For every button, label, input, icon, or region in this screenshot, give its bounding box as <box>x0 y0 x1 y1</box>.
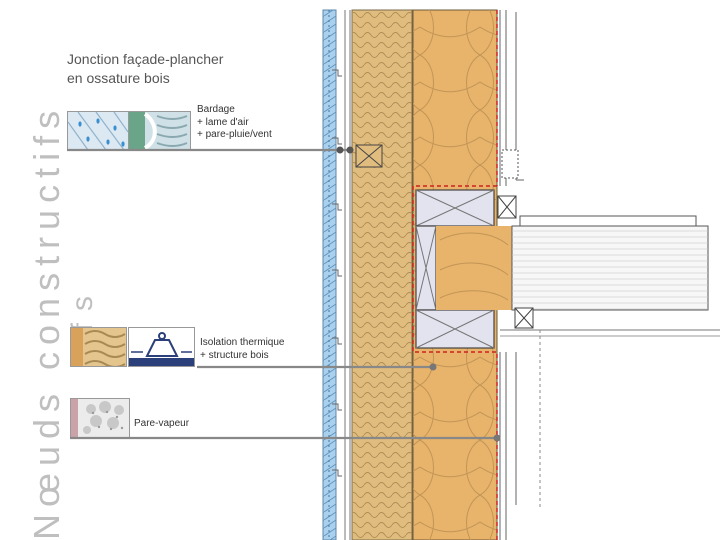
leader-dot-bardage <box>336 146 344 154</box>
label-bardage-line-2: + lame d'air <box>197 116 249 128</box>
vapour-barrier-icon <box>70 398 130 438</box>
leader-dot-bardage-2 <box>346 146 354 154</box>
air-gap-icon <box>128 111 191 151</box>
label-isolation-line-2: + structure bois <box>200 349 269 361</box>
label-isolation-line-1: Isolation thermique <box>200 337 285 348</box>
leader-dot-pare-vapeur <box>493 434 501 442</box>
label-bardage-line-1: Bardage <box>197 104 235 115</box>
skirting-top <box>501 149 519 179</box>
vapour-barrier-line <box>412 10 498 540</box>
cladding-layer <box>322 9 337 540</box>
diagram-title: Jonction façade-plancher en ossature boi… <box>67 50 223 88</box>
leader-dot-isolation <box>429 363 437 371</box>
floor-junction <box>415 189 709 349</box>
cladding-rain-icon <box>67 111 129 151</box>
label-isolation: Isolation thermique + structure bois <box>200 337 285 362</box>
leader-lines <box>67 148 497 440</box>
insulation-icon <box>70 327 127 367</box>
title-line-2: en ossature bois <box>67 70 170 86</box>
label-pare-vapeur: Pare-vapeur <box>134 418 190 429</box>
label-bardage-line-3: + pare-pluie/vent <box>197 129 272 140</box>
structure-weight-icon <box>128 327 195 367</box>
title-line-1: Jonction façade-plancher <box>67 51 224 67</box>
label-bardage: Bardage + lame d'air + pare-pluie/vent <box>197 104 272 142</box>
exterior-insulation <box>351 9 413 540</box>
